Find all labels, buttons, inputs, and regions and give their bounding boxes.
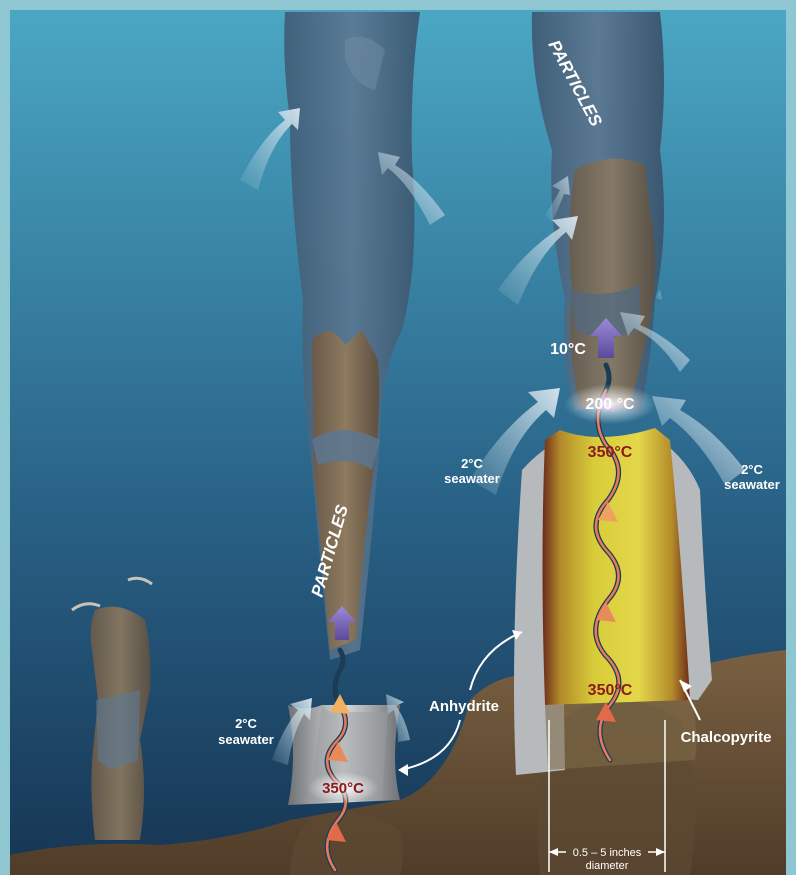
seawater-word-mid: seawater (444, 471, 500, 486)
seawater-temp-right: 2°C (741, 462, 763, 477)
seawater-temp-left: 2°C (235, 716, 257, 731)
seawater-temp-mid: 2°C (461, 456, 483, 471)
diameter-word-label: diameter (586, 860, 629, 872)
temp-label-200: 200 °C (585, 396, 635, 413)
seawater-word-right: seawater (724, 477, 780, 492)
temp-label-350-small: 350°C (322, 780, 364, 797)
right-chimney (514, 428, 712, 775)
seawater-word-left: seawater (218, 732, 274, 747)
diameter-range-label: 0.5 – 5 inches (573, 847, 642, 859)
temp-label-350-top: 350°C (588, 444, 633, 461)
temp-label-350-mid: 350°C (588, 682, 633, 699)
chalcopyrite-label: Chalcopyrite (681, 729, 772, 746)
anhydrite-label: Anhydrite (429, 698, 499, 715)
temp-label-10: 10°C (550, 341, 586, 358)
